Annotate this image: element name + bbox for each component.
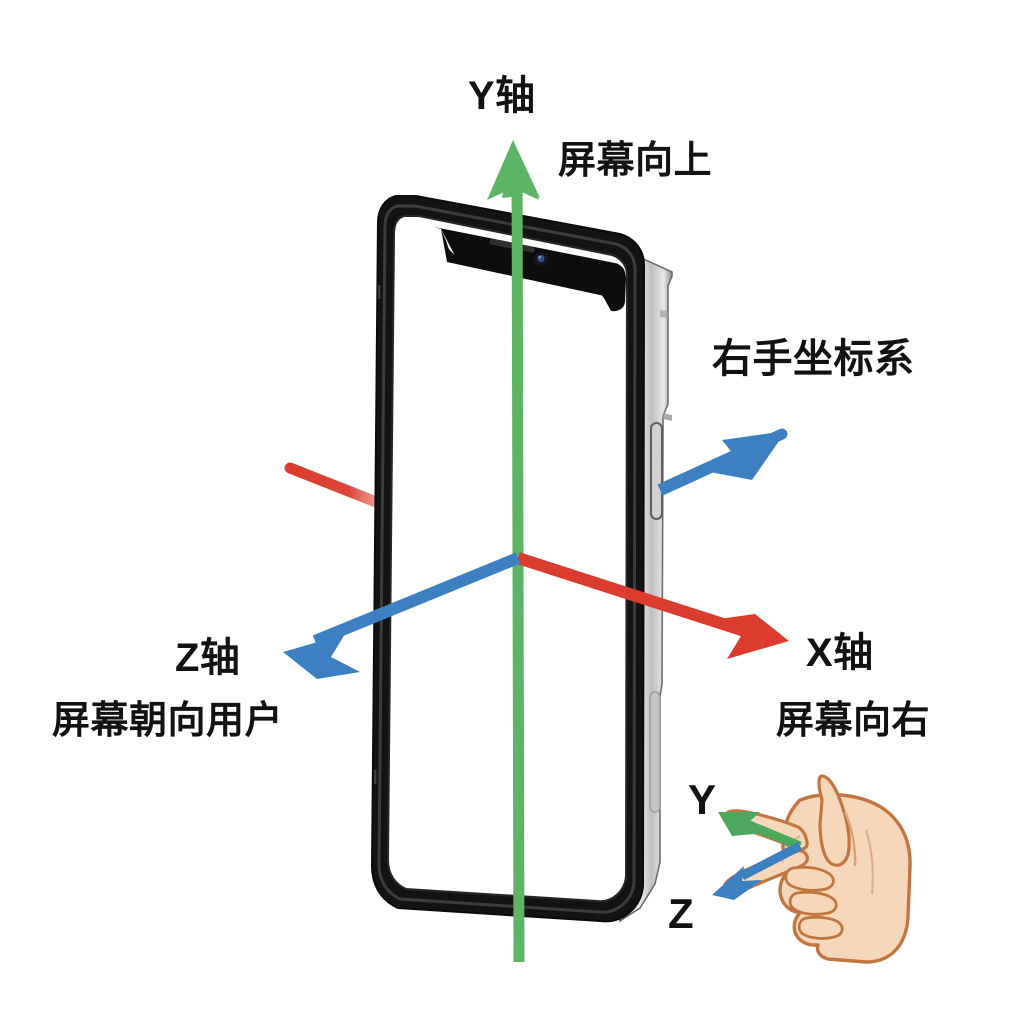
- phone-left-highlight-top: [378, 285, 381, 299]
- hand-crease-1: [843, 811, 857, 867]
- y-axis-description: 屏幕向上: [558, 140, 713, 182]
- x-axis-arrowhead: [712, 614, 789, 659]
- hand-z-label: Z: [668, 890, 695, 937]
- phone-frame-inner-edge: [377, 204, 637, 914]
- y-axis-label: Y轴: [468, 74, 536, 118]
- phone-left-highlight-bottom: [374, 770, 377, 784]
- z-axis-line: [312, 552, 521, 647]
- power-button: [650, 422, 663, 520]
- side-button-lower: [649, 691, 661, 813]
- hand-z-arrow: [712, 842, 803, 900]
- notch-body: [434, 227, 626, 312]
- phone-antenna-band-top: [663, 413, 672, 421]
- x-axis: [516, 552, 789, 659]
- coordinate-system-title: 右手坐标系: [712, 337, 915, 381]
- hand-y-arrow: [718, 812, 802, 851]
- x-axis-description: 屏幕向右: [776, 700, 931, 742]
- y-axis-arrowhead-solid: [487, 140, 539, 200]
- hand-folded-finger-1: [784, 865, 835, 892]
- hand-y-label: Y: [688, 776, 717, 823]
- hand-thumb: [817, 774, 851, 867]
- hand-folded-finger-3: [797, 915, 844, 940]
- hand-crease-2: [864, 829, 874, 895]
- hand-graphic: [712, 774, 912, 964]
- z-axis-description: 屏幕朝向用户: [52, 700, 284, 742]
- front-camera-glint: [538, 255, 541, 259]
- z-axis-negative-arrowhead: [710, 431, 786, 480]
- z-axis-arrowhead: [283, 634, 360, 679]
- z-axis-label: Z轴: [175, 636, 241, 680]
- x-axis-label: X轴: [806, 631, 874, 675]
- hand-folded-finger-2: [788, 890, 838, 916]
- phone-antenna-band-mid: [660, 310, 668, 318]
- z-axis: [283, 431, 786, 679]
